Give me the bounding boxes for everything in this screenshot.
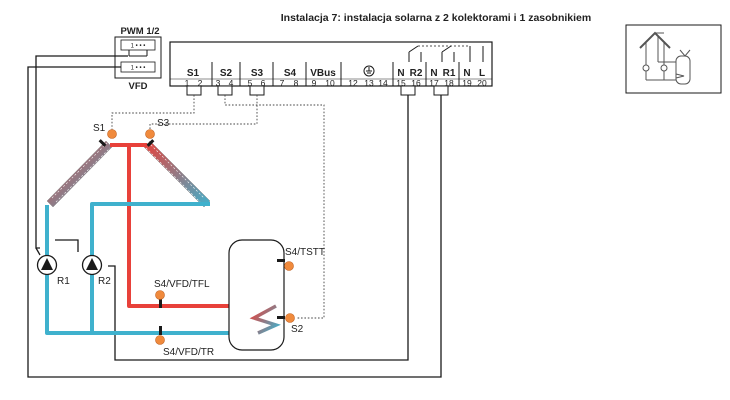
terminal-number: 19 bbox=[462, 78, 472, 88]
pump-r1-icon bbox=[36, 254, 58, 276]
pwm-label: PWM 1/2 bbox=[120, 26, 159, 37]
pwm-top-plug bbox=[120, 39, 156, 51]
terminal-number: 15 bbox=[396, 78, 406, 88]
terminal-group-l: L bbox=[479, 68, 485, 79]
terminal-number: 3 bbox=[216, 78, 221, 88]
sensor-s3-label: S3 bbox=[157, 118, 170, 129]
sensor-s2-label: S2 bbox=[291, 324, 304, 335]
tank-body bbox=[228, 239, 285, 351]
sensor-s3-marker bbox=[145, 129, 155, 139]
collector-left bbox=[46, 140, 113, 208]
pump-r2-icon bbox=[81, 254, 103, 276]
terminal-number: 7 bbox=[280, 78, 285, 88]
terminal-tabs bbox=[186, 85, 449, 96]
terminal-number: 1 bbox=[185, 78, 190, 88]
vfd-label: VFD bbox=[129, 81, 148, 92]
diagram-title: Instalacja 7: instalacja solarna z 2 kol… bbox=[281, 12, 591, 24]
sensor-s1-label: S1 bbox=[93, 123, 106, 134]
terminal-group-s1: S1 bbox=[187, 68, 200, 79]
sensor-s4-tstt-marker bbox=[284, 261, 294, 271]
terminal-number: 17 bbox=[429, 78, 439, 88]
terminal-group-s2: S2 bbox=[220, 68, 233, 79]
terminal-group-vbus: VBus bbox=[310, 68, 336, 79]
sensor-tfl-marker bbox=[155, 290, 165, 300]
terminal-number: 20 bbox=[477, 78, 487, 88]
sensor-s4-tstt-label: S4/TSTT bbox=[285, 247, 325, 258]
terminal-number: 10 bbox=[325, 78, 335, 88]
storage-tank bbox=[228, 239, 285, 351]
tank-heat-exchanger-coil bbox=[249, 304, 281, 335]
hot-pipes bbox=[110, 143, 276, 308]
sensor-s2-marker bbox=[285, 313, 295, 323]
terminal-number: 8 bbox=[294, 78, 299, 88]
terminal-number: 5 bbox=[248, 78, 253, 88]
terminal-block-frame bbox=[169, 41, 493, 87]
ground-symbol-icon bbox=[363, 65, 375, 77]
solar-collectors bbox=[46, 140, 211, 208]
pwm-top-pins: 1 • • • bbox=[131, 44, 146, 50]
terminal-group-n3: N bbox=[463, 68, 470, 79]
terminal-number: 9 bbox=[312, 78, 317, 88]
relay-contact-r1-icon bbox=[441, 45, 455, 62]
terminal-group-n1: N bbox=[397, 68, 404, 79]
terminal-group-s3: S3 bbox=[251, 68, 264, 79]
terminal-group-r1: R1 bbox=[443, 68, 456, 79]
terminal-number: 16 bbox=[411, 78, 421, 88]
system-schematic-thumbnail-icon bbox=[625, 24, 722, 94]
pump-r1-label: R1 bbox=[57, 276, 70, 287]
sensor-wiring bbox=[111, 95, 325, 319]
terminal-number: 4 bbox=[229, 78, 234, 88]
pump-r2-label: R2 bbox=[98, 276, 111, 287]
terminal-group-r2: R2 bbox=[410, 68, 423, 79]
pwm-vfd-connector: PWM 1/2 1 • • • 1 • • • VFD bbox=[114, 26, 162, 92]
pwm-bottom-pins: 1 • • • bbox=[131, 66, 146, 72]
terminal-number: 6 bbox=[261, 78, 266, 88]
terminal-number: 14 bbox=[378, 78, 388, 88]
sensor-marks bbox=[98, 139, 285, 335]
terminal-number: 18 bbox=[444, 78, 454, 88]
terminal-group-n2: N bbox=[430, 68, 437, 79]
terminal-number: 2 bbox=[198, 78, 203, 88]
sensor-tfl-label: S4/VFD/TFL bbox=[154, 279, 210, 290]
terminal-number: 13 bbox=[364, 78, 374, 88]
cold-pipes bbox=[45, 202, 276, 335]
control-wiring bbox=[27, 55, 442, 378]
sensor-s1-marker bbox=[107, 129, 117, 139]
terminal-group-s4: S4 bbox=[284, 68, 297, 79]
sensor-tr-label: S4/VFD/TR bbox=[163, 347, 214, 358]
sensor-tr-marker bbox=[155, 335, 165, 345]
collector-right bbox=[143, 140, 211, 208]
relay-contact-r2-icon bbox=[408, 45, 422, 62]
terminal-number: 12 bbox=[348, 78, 358, 88]
